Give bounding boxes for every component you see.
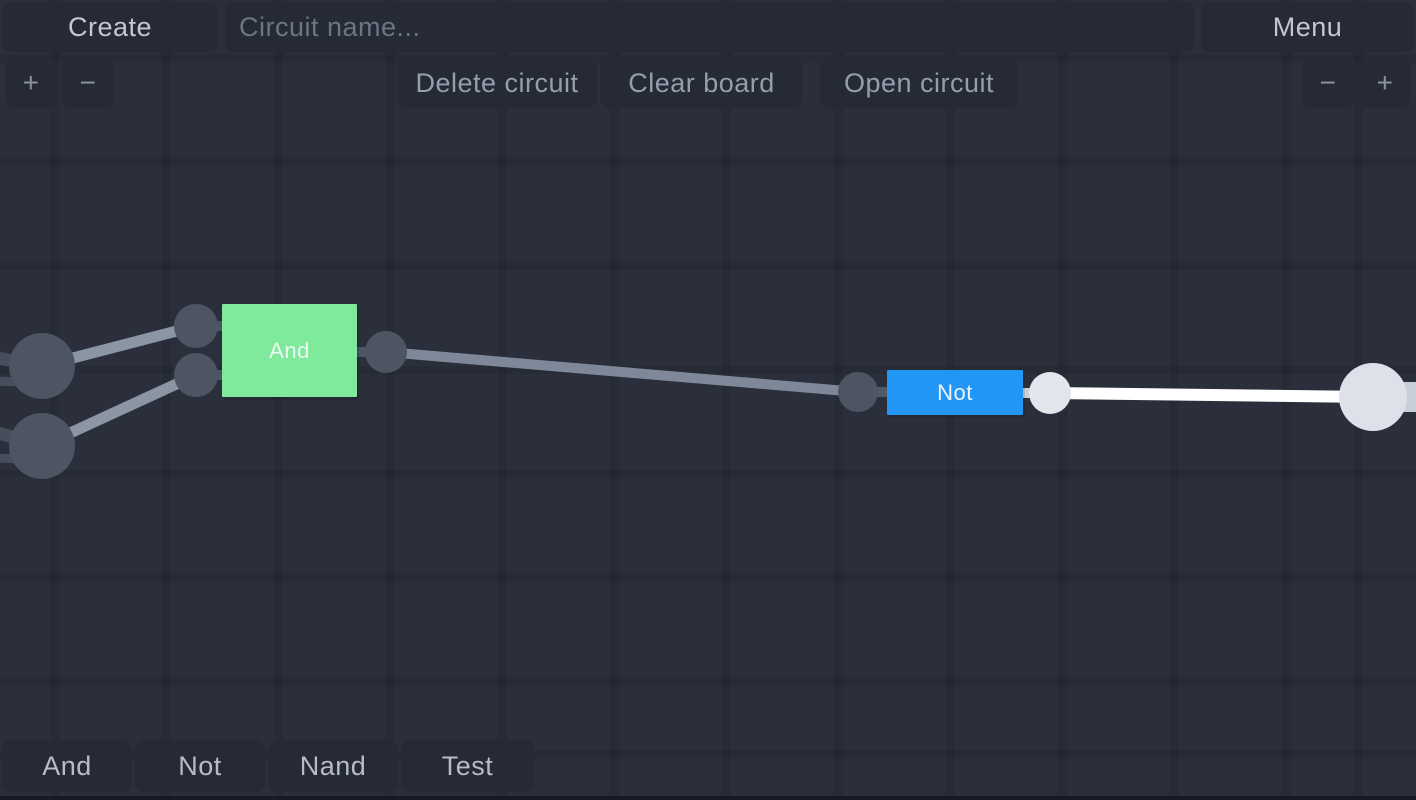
input-node-b[interactable] xyxy=(9,413,75,479)
not-input-node[interactable] xyxy=(838,372,878,412)
menu-button[interactable]: Menu xyxy=(1201,2,1414,52)
gate-label: Not xyxy=(937,379,973,405)
zoom-out-left-button[interactable]: − xyxy=(62,58,114,108)
zoom-in-right-button[interactable]: + xyxy=(1359,58,1411,108)
zoom-out-right-button[interactable]: − xyxy=(1302,58,1354,108)
palette-item-not[interactable]: Not xyxy=(135,740,265,792)
gate-label: And xyxy=(269,337,310,363)
palette-item-test[interactable]: Test xyxy=(401,740,534,792)
output-node[interactable] xyxy=(1339,363,1407,431)
and-output-node[interactable] xyxy=(365,331,407,373)
input-node-a[interactable] xyxy=(9,333,75,399)
bottom-edge xyxy=(0,796,1416,800)
wire xyxy=(385,347,859,397)
gate-not[interactable]: Not xyxy=(887,370,1023,415)
clear-board-button[interactable]: Clear board xyxy=(600,58,803,108)
gate-and[interactable]: And xyxy=(222,304,357,397)
palette-item-nand[interactable]: Nand xyxy=(268,740,398,792)
not-output-node[interactable] xyxy=(1029,372,1071,414)
create-button[interactable]: Create xyxy=(2,2,218,52)
open-circuit-button[interactable]: Open circuit xyxy=(820,58,1018,108)
and-input-node-2[interactable] xyxy=(174,353,218,397)
palette-item-and[interactable]: And xyxy=(2,740,132,792)
zoom-in-left-button[interactable]: + xyxy=(5,58,57,108)
delete-circuit-button[interactable]: Delete circuit xyxy=(397,58,597,108)
and-input-node-1[interactable] xyxy=(174,304,218,348)
circuit-name-input[interactable] xyxy=(225,2,1195,52)
wire xyxy=(1049,387,1374,403)
